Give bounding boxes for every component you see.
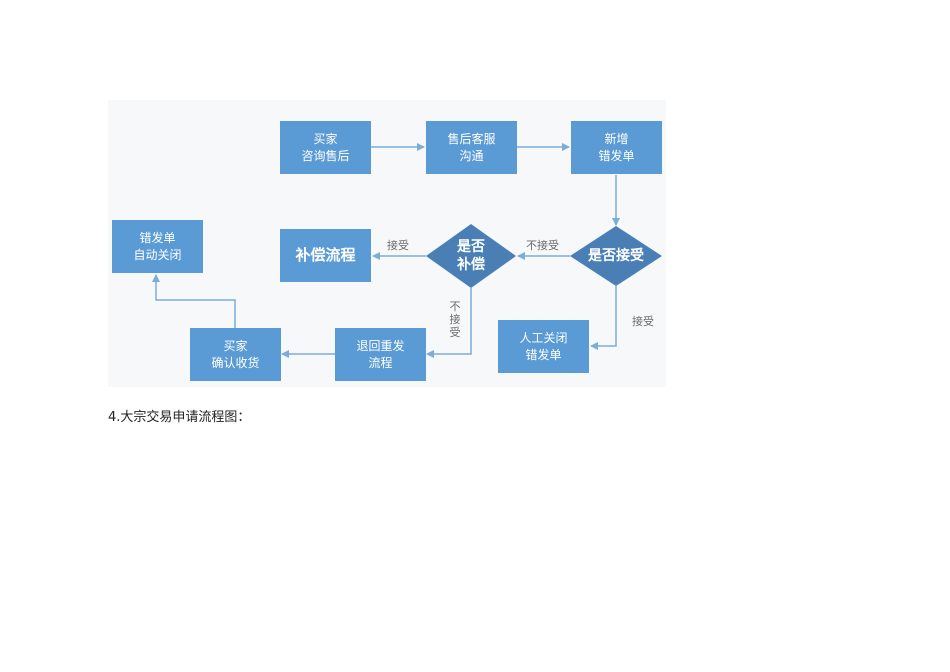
node-label: 买家 <box>223 338 248 353</box>
node-auto-close: 错发单 自动关闭 <box>112 220 203 273</box>
edge-label-reject: 不接受 <box>526 239 559 252</box>
node-label: 是否接受 <box>588 248 644 264</box>
node-compensation-process: 补偿流程 <box>280 229 371 282</box>
edge-compensate-reject <box>426 288 472 358</box>
accept-decision-label: 是否接受 <box>576 247 656 265</box>
node-label: 咨询售后 <box>301 148 350 163</box>
node-label: 自动关闭 <box>133 247 182 262</box>
node-label: 错发单 <box>525 347 562 362</box>
node-label: 确认收货 <box>211 355 260 370</box>
node-buyer-consult: 买家 咨询售后 <box>280 121 371 174</box>
node-return-resend: 退回重发 流程 <box>335 328 426 381</box>
edge-label-reject-vertical: 不接受 <box>449 300 461 339</box>
node-new-wrong-order: 新增 错发单 <box>571 121 662 174</box>
compensate-decision-label: 是否 补偿 <box>441 238 501 274</box>
node-after-sales: 售后客服 沟通 <box>426 121 517 174</box>
node-label: 新增 <box>604 131 629 146</box>
node-label: 补偿 <box>457 257 485 273</box>
node-label: 人工关闭 <box>519 330 568 345</box>
edge-label-accept: 接受 <box>632 315 654 328</box>
node-label: 错发单 <box>139 230 176 245</box>
compensate-decision-diamond <box>426 224 516 288</box>
node-label: 错发单 <box>598 148 635 163</box>
edge-confirm-to-autoclose <box>152 274 236 328</box>
node-label: 补偿流程 <box>295 246 356 264</box>
edge-label-accept: 接受 <box>387 239 409 252</box>
node-label: 退回重发 <box>356 338 405 353</box>
edge-decision-accept <box>590 286 617 350</box>
node-label: 沟通 <box>459 148 484 163</box>
section-caption: 4.大宗交易申请流程图： <box>108 410 251 425</box>
accept-decision-diamond <box>570 226 662 286</box>
node-label: 买家 <box>313 131 338 146</box>
node-manual-close: 人工关闭 错发单 <box>498 320 589 373</box>
node-buyer-confirm: 买家 确认收货 <box>190 328 281 381</box>
node-label: 流程 <box>368 355 393 370</box>
node-label: 是否 <box>457 239 485 255</box>
node-label: 售后客服 <box>447 131 496 146</box>
